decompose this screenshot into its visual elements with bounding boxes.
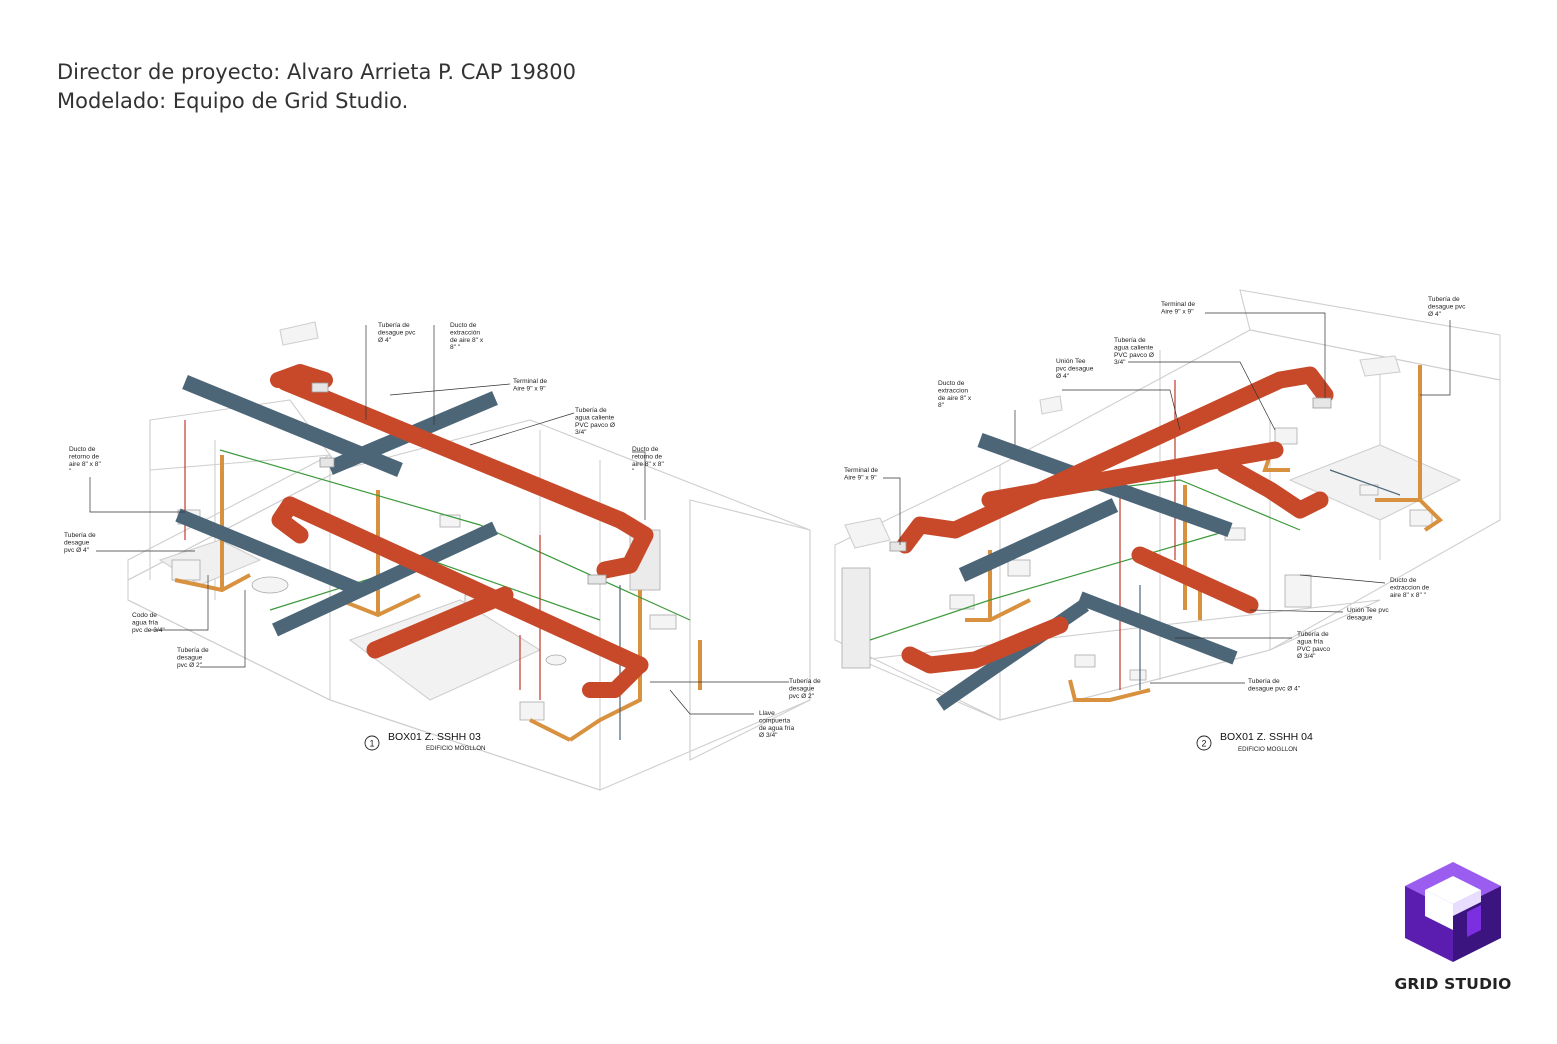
- view-2-number-circle: [1196, 735, 1212, 751]
- view-2-leaders: [883, 312, 1451, 684]
- view-2-drawing: [834, 289, 1501, 721]
- project-director-text: Director de proyecto: Alvaro Arrieta P. …: [57, 60, 576, 84]
- view-1-subtitle: EDIFICIO MOGLLON: [426, 745, 485, 752]
- view-1-number: 1: [369, 739, 374, 749]
- view-2-title-block: 2 BOX01 Z. SSHH 04 EDIFICIO MOGLLON: [1196, 731, 1313, 753]
- view-1-title: BOX01 Z. SSHH 03: [388, 731, 481, 743]
- grid-studio-logo-icon: [1405, 862, 1501, 962]
- view-2-duct-terminals: [889, 397, 1332, 552]
- view-1-duct-terminals: [311, 382, 607, 585]
- view-2-subtitle: EDIFICIO MOGLLON: [1238, 746, 1297, 753]
- view-2-title: BOX01 Z. SSHH 04: [1220, 731, 1313, 743]
- view-1-drawing: [89, 321, 811, 791]
- view-1-number-circle: [364, 735, 380, 751]
- view-1-supply-ducts: [270, 364, 654, 698]
- brand-name-text: GRID STUDIO: [1394, 975, 1512, 993]
- view-2-number: 2: [1201, 739, 1206, 749]
- view-1-drain-pipes: [174, 455, 702, 742]
- view-1-return-ducts: [175, 375, 498, 637]
- view-2-supply-ducts: [896, 366, 1334, 674]
- view-1-title-block: 1 BOX01 Z. SSHH 03 EDIFICIO MOGLLON: [364, 731, 485, 752]
- view-1-walls: [127, 321, 811, 791]
- view-1-leaders: [89, 325, 789, 715]
- credits-block: Director de proyecto: Alvaro Arrieta P. …: [57, 58, 576, 116]
- view-2-fixtures: [841, 427, 1433, 681]
- modeling-credit-text: Modelado: Equipo de Grid Studio.: [57, 89, 409, 113]
